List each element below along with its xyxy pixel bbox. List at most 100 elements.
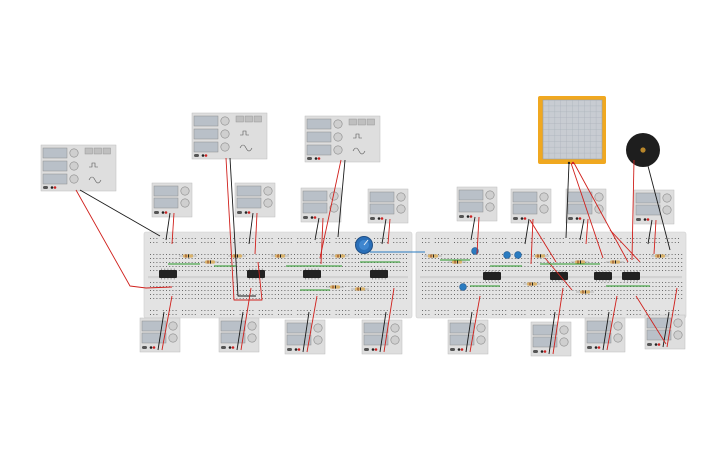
hole[interactable] <box>204 290 206 291</box>
hole[interactable] <box>498 286 500 287</box>
hole[interactable] <box>342 298 343 299</box>
hole[interactable] <box>668 286 670 287</box>
hole[interactable] <box>150 254 151 255</box>
hole[interactable] <box>668 262 670 263</box>
hole[interactable] <box>220 266 222 267</box>
hole[interactable] <box>370 262 372 263</box>
hole[interactable] <box>300 238 302 239</box>
hole[interactable] <box>287 314 289 315</box>
hole[interactable] <box>338 262 340 263</box>
hole[interactable] <box>473 258 475 259</box>
hole[interactable] <box>383 254 385 255</box>
hole[interactable] <box>258 266 260 267</box>
hole[interactable] <box>239 242 241 243</box>
hole[interactable] <box>617 294 619 295</box>
hole[interactable] <box>169 258 171 259</box>
hole[interactable] <box>489 286 491 287</box>
hole[interactable] <box>572 310 574 311</box>
triangle-wave-icon[interactable] <box>93 147 102 155</box>
hole[interactable] <box>578 266 580 267</box>
hole[interactable] <box>556 262 558 263</box>
hole[interactable] <box>450 294 452 295</box>
hole[interactable] <box>470 266 471 267</box>
hole[interactable] <box>505 242 507 243</box>
hole[interactable] <box>300 286 302 287</box>
hole[interactable] <box>374 290 375 291</box>
hole[interactable] <box>607 310 609 311</box>
hole[interactable] <box>524 270 526 271</box>
hole[interactable] <box>671 238 673 239</box>
hole[interactable] <box>383 314 385 315</box>
hole[interactable] <box>345 298 347 299</box>
hole[interactable] <box>329 262 331 263</box>
hole[interactable] <box>674 242 676 243</box>
hole[interactable] <box>281 310 283 311</box>
hole[interactable] <box>156 270 158 271</box>
hole[interactable] <box>361 266 363 267</box>
hole[interactable] <box>348 314 350 315</box>
power-switch[interactable] <box>43 186 48 189</box>
hole[interactable] <box>511 262 513 263</box>
hole[interactable] <box>422 242 423 243</box>
hole[interactable] <box>220 290 222 291</box>
hole[interactable] <box>319 266 321 267</box>
hole[interactable] <box>281 314 283 315</box>
hole[interactable] <box>463 314 465 315</box>
hole[interactable] <box>479 242 481 243</box>
hole[interactable] <box>518 314 519 315</box>
hole[interactable] <box>278 270 279 271</box>
hole[interactable] <box>380 238 382 239</box>
hole[interactable] <box>626 298 628 299</box>
hole[interactable] <box>556 270 558 271</box>
hole[interactable] <box>351 298 353 299</box>
hole[interactable] <box>210 298 212 299</box>
hole[interactable] <box>585 258 587 259</box>
hole[interactable] <box>249 314 251 315</box>
hole[interactable] <box>646 238 647 239</box>
hole[interactable] <box>505 270 507 271</box>
hole[interactable] <box>258 314 260 315</box>
hole[interactable] <box>566 258 567 259</box>
hole[interactable] <box>502 282 503 283</box>
hole[interactable] <box>422 270 423 271</box>
hole[interactable] <box>239 298 241 299</box>
hole[interactable] <box>278 258 279 259</box>
hole[interactable] <box>620 242 622 243</box>
hole[interactable] <box>505 314 507 315</box>
hole[interactable] <box>153 298 155 299</box>
hole[interactable] <box>422 286 423 287</box>
hole[interactable] <box>649 286 651 287</box>
hole[interactable] <box>191 270 193 271</box>
hole[interactable] <box>284 242 286 243</box>
hole[interactable] <box>482 258 484 259</box>
hole[interactable] <box>610 238 612 239</box>
hole[interactable] <box>367 294 369 295</box>
hole[interactable] <box>444 290 446 291</box>
hole[interactable] <box>594 266 596 267</box>
hole[interactable] <box>495 310 497 311</box>
hole[interactable] <box>386 314 388 315</box>
hole[interactable] <box>246 266 247 267</box>
hole[interactable] <box>652 282 654 283</box>
hole[interactable] <box>207 238 209 239</box>
hole[interactable] <box>290 238 292 239</box>
hole[interactable] <box>681 254 683 255</box>
hole[interactable] <box>351 294 353 295</box>
hole[interactable] <box>319 294 321 295</box>
hole[interactable] <box>479 262 481 263</box>
hole[interactable] <box>585 294 587 295</box>
hole[interactable] <box>345 254 347 255</box>
hole[interactable] <box>406 310 407 311</box>
hole[interactable] <box>572 298 574 299</box>
hole[interactable] <box>226 254 228 255</box>
hole[interactable] <box>274 282 276 283</box>
hole[interactable] <box>255 294 257 295</box>
hole[interactable] <box>178 298 180 299</box>
power-switch[interactable] <box>370 217 375 220</box>
hole[interactable] <box>498 290 500 291</box>
hole[interactable] <box>342 290 343 291</box>
hole[interactable] <box>194 298 196 299</box>
hole[interactable] <box>620 258 622 259</box>
hole[interactable] <box>425 282 427 283</box>
hole[interactable] <box>428 294 430 295</box>
